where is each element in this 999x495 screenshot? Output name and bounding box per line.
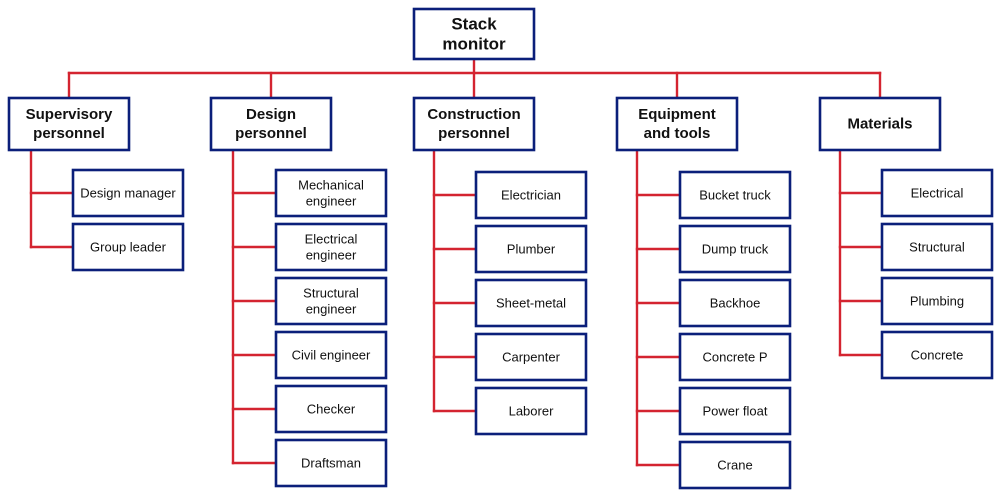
leaf-node-box	[880, 276, 994, 326]
leaf-node-label: Design manager	[80, 186, 176, 201]
leaf-node: Electrical	[880, 168, 994, 218]
leaf-node-label: Checker	[307, 402, 356, 417]
leaf-node-label: engineer	[306, 194, 357, 209]
leaf-node-box	[678, 170, 792, 220]
leaf-node-label: Electrical	[305, 232, 358, 247]
category-node: Design personnel	[209, 96, 333, 152]
leaf-node: Sheet-metal	[474, 278, 588, 328]
category-node-label: Design	[246, 106, 296, 123]
leaf-node-box	[71, 222, 185, 272]
category-node: Materials	[818, 96, 942, 152]
leaf-node: Electrician	[474, 170, 588, 220]
leaf-node-label: Plumbing	[910, 294, 964, 309]
leaf-node: Power float	[678, 386, 792, 436]
leaf-node-label: Laborer	[509, 404, 554, 419]
root-node-box	[412, 7, 536, 61]
leaf-node-box	[678, 224, 792, 274]
leaf-node: Civil engineer	[274, 330, 388, 380]
category-node-label: Equipment	[638, 106, 716, 123]
leaf-node-label: Dump truck	[702, 242, 769, 257]
leaf-node-box	[274, 330, 388, 380]
leaf-node-box	[880, 222, 994, 272]
category-node-box	[412, 96, 536, 152]
leaf-node: Concrete P	[678, 332, 792, 382]
category-node: Construction personnel	[412, 96, 536, 152]
category-node-box	[209, 96, 333, 152]
leaf-node-label: Plumber	[507, 242, 556, 257]
leaf-node: Plumber	[474, 224, 588, 274]
leaf-node: Carpenter	[474, 332, 588, 382]
leaf-node-box	[71, 168, 185, 218]
leaf-node: Design manager	[71, 168, 185, 218]
leaf-node-box	[474, 386, 588, 436]
leaf-node-box	[474, 278, 588, 328]
leaf-node-label: Electrician	[501, 188, 561, 203]
leaf-node-label: Draftsman	[301, 456, 361, 471]
leaf-node-label: Group leader	[90, 240, 167, 255]
leaf-node-label: Backhoe	[710, 296, 761, 311]
leaf-node-box	[678, 332, 792, 382]
category-node-label: Supervisory	[26, 106, 113, 123]
leaf-node: Laborer	[474, 386, 588, 436]
leaf-node-box	[274, 438, 388, 488]
leaf-node-label: Power float	[702, 404, 767, 419]
leaf-node-label: engineer	[306, 302, 357, 317]
leaf-node-box	[678, 278, 792, 328]
leaf-node: Checker	[274, 384, 388, 434]
leaf-node-label: Civil engineer	[292, 348, 371, 363]
category-node-label: personnel	[33, 125, 105, 142]
connector-lines	[29, 57, 884, 467]
leaf-node: Plumbing	[880, 276, 994, 326]
leaf-node-box	[474, 332, 588, 382]
leaf-node: Structural	[880, 222, 994, 272]
leaf-node-label: Electrical	[911, 186, 964, 201]
leaf-node-label: Concrete P	[702, 350, 767, 365]
category-node-label: personnel	[235, 125, 307, 142]
leaf-node-label: Structural	[909, 240, 965, 255]
leaf-node-box	[678, 386, 792, 436]
leaf-node: Draftsman	[274, 438, 388, 488]
leaf-node-label: Carpenter	[502, 350, 560, 365]
leaf-node-box	[678, 440, 792, 490]
leaf-node: Concrete	[880, 330, 994, 380]
category-node-box	[818, 96, 942, 152]
category-node-box	[7, 96, 131, 152]
leaf-node-box	[274, 168, 388, 218]
leaf-node-label: Structural	[303, 286, 359, 301]
leaf-node-box	[474, 224, 588, 274]
root-node-label: monitor	[442, 35, 506, 54]
leaf-node-label: Crane	[717, 458, 752, 473]
leaf-node-box	[274, 276, 388, 326]
leaf-node-label: engineer	[306, 248, 357, 263]
leaf-node-label: Mechanical	[298, 178, 364, 193]
leaf-node-label: Concrete	[911, 348, 964, 363]
leaf-node: Bucket truck	[678, 170, 792, 220]
leaf-node-box	[880, 168, 994, 218]
category-node-label: and tools	[644, 125, 711, 142]
category-node-label: Materials	[847, 116, 912, 133]
leaf-node-box	[880, 330, 994, 380]
leaf-node: Dump truck	[678, 224, 792, 274]
category-node-label: Construction	[427, 106, 520, 123]
category-node-label: personnel	[438, 125, 510, 142]
leaf-node-box	[274, 222, 388, 272]
leaf-node-box	[274, 384, 388, 434]
leaf-node-label: Sheet-metal	[496, 296, 566, 311]
leaf-node-box	[474, 170, 588, 220]
root-node-label: Stack	[451, 15, 497, 34]
leaf-node: Group leader	[71, 222, 185, 272]
category-node: Supervisory personnel	[7, 96, 131, 152]
leaf-node: Backhoe	[678, 278, 792, 328]
category-node: Equipment and tools	[615, 96, 739, 152]
category-node-box	[615, 96, 739, 152]
leaf-node: Crane	[678, 440, 792, 490]
leaf-node-label: Bucket truck	[699, 188, 771, 203]
